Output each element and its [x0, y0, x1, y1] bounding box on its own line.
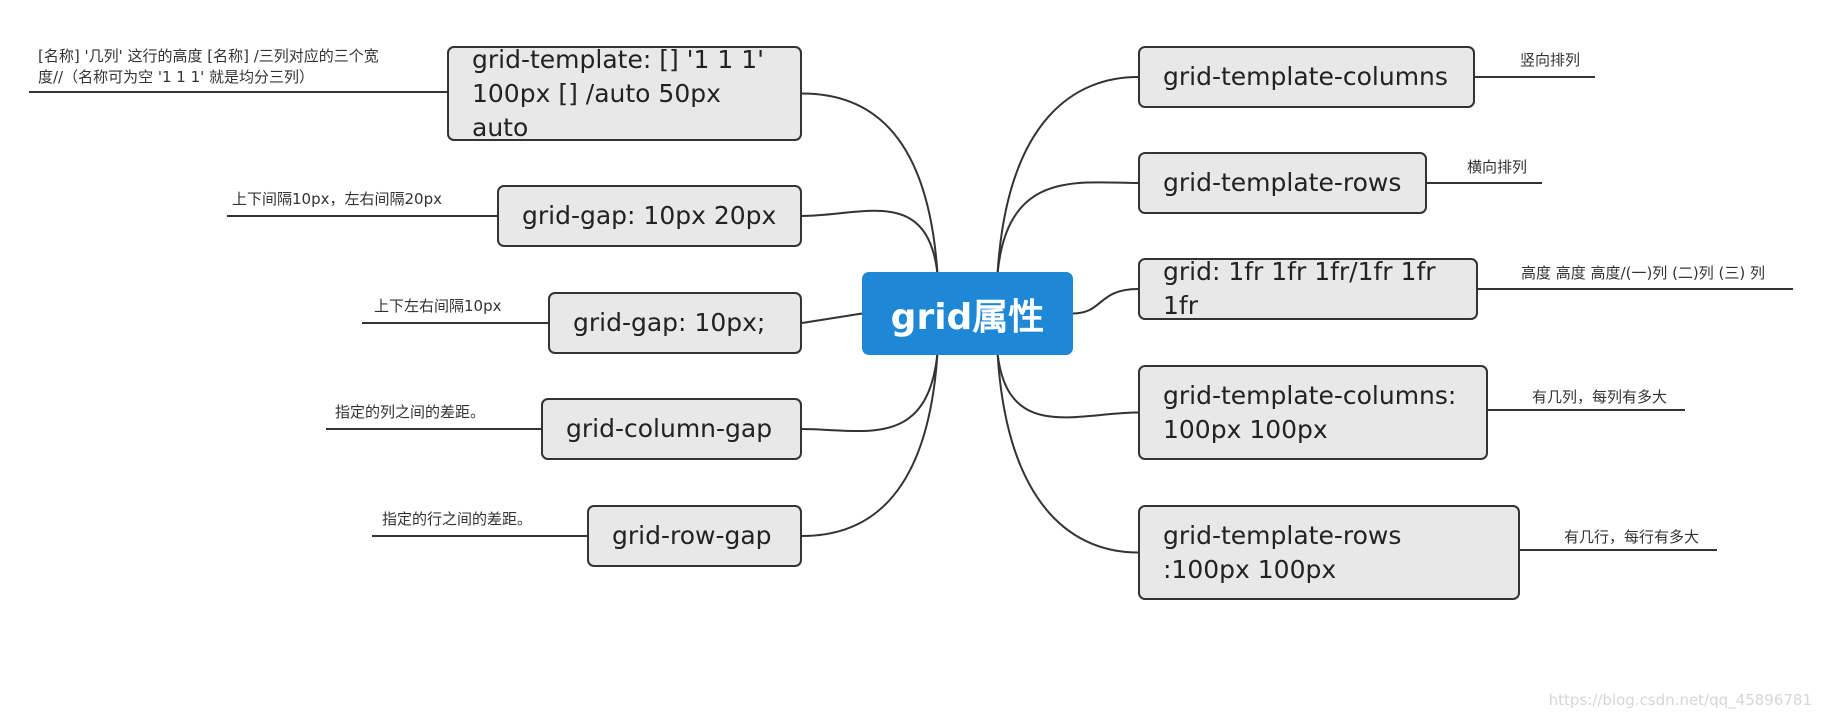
- connector-left-2: [801, 312, 863, 324]
- note-grid-template-columns: 竖向排列: [1520, 51, 1581, 69]
- topic-label: grid-template-columns: 100px 100px: [1163, 380, 1457, 444]
- note-grid-shorthand: 高度 高度 高度/(一)列 (二)列 (三) 列: [1521, 264, 1766, 282]
- topic-label: grid-template-columns: [1163, 62, 1448, 91]
- topic-label: grid-row-gap: [612, 521, 772, 550]
- connector-left-3: [801, 352, 939, 433]
- topic-label: grid-gap: 10px;: [573, 308, 766, 337]
- connector-left-1: [801, 209, 939, 275]
- topic-grid-template-columns[interactable]: grid-template-columns: [1138, 46, 1475, 108]
- note-grid-template-rows-values: 有几行，每行有多大: [1564, 528, 1700, 546]
- connector-left-0: [801, 92, 939, 275]
- topic-grid-gap-single[interactable]: grid-gap: 10px;: [548, 292, 802, 354]
- note-grid-template: [名称] '几列' 这行的高度 [名称] /三列对应的三个宽 度//（名称可为空…: [38, 47, 379, 86]
- topic-grid-column-gap[interactable]: grid-column-gap: [541, 398, 802, 460]
- note-grid-gap-single: 上下左右间隔10px: [374, 297, 502, 315]
- connector-right-3: [996, 352, 1139, 419]
- topic-grid-template[interactable]: grid-template: [] '1 1 1' 100px [] /auto…: [447, 45, 802, 142]
- connector-right-4: [996, 352, 1139, 554]
- topic-label: grid-template: [] '1 1 1' 100px [] /auto…: [472, 44, 765, 142]
- topic-grid-template-rows[interactable]: grid-template-rows: [1138, 152, 1427, 214]
- topic-grid-template-rows-values[interactable]: grid-template-rows :100px 100px: [1138, 505, 1520, 600]
- connector-right-1: [996, 181, 1139, 275]
- topic-label: grid-column-gap: [566, 414, 773, 443]
- connector-right-0: [996, 76, 1139, 275]
- topic-grid-row-gap[interactable]: grid-row-gap: [587, 505, 802, 567]
- topic-grid-shorthand[interactable]: grid: 1fr 1fr 1fr/1fr 1fr 1fr: [1138, 257, 1478, 320]
- topic-label: grid-template-rows: [1163, 168, 1402, 197]
- topic-label: grid-template-rows :100px 100px: [1163, 520, 1402, 584]
- topic-label: grid-gap: 10px 20px: [522, 201, 777, 230]
- note-grid-gap-two-values: 上下间隔10px，左右间隔20px: [232, 190, 442, 208]
- connector-left-4: [801, 352, 939, 537]
- topic-grid-template-columns-values[interactable]: grid-template-columns: 100px 100px: [1138, 365, 1488, 460]
- central-topic[interactable]: grid属性: [862, 272, 1073, 355]
- note-grid-row-gap: 指定的行之间的差距。: [382, 510, 533, 528]
- note-grid-template-rows: 横向排列: [1467, 158, 1528, 176]
- connector-right-2: [1072, 288, 1139, 315]
- note-grid-template-columns-values: 有几列，每列有多大: [1532, 388, 1668, 406]
- topic-label: grid: 1fr 1fr 1fr/1fr 1fr 1fr: [1163, 257, 1436, 320]
- note-grid-column-gap: 指定的列之间的差距。: [335, 403, 486, 421]
- topic-grid-gap-two-values[interactable]: grid-gap: 10px 20px: [497, 185, 802, 247]
- watermark: https://blog.csdn.net/qq_45896781: [1548, 691, 1812, 709]
- central-topic-label: grid属性: [890, 296, 1045, 338]
